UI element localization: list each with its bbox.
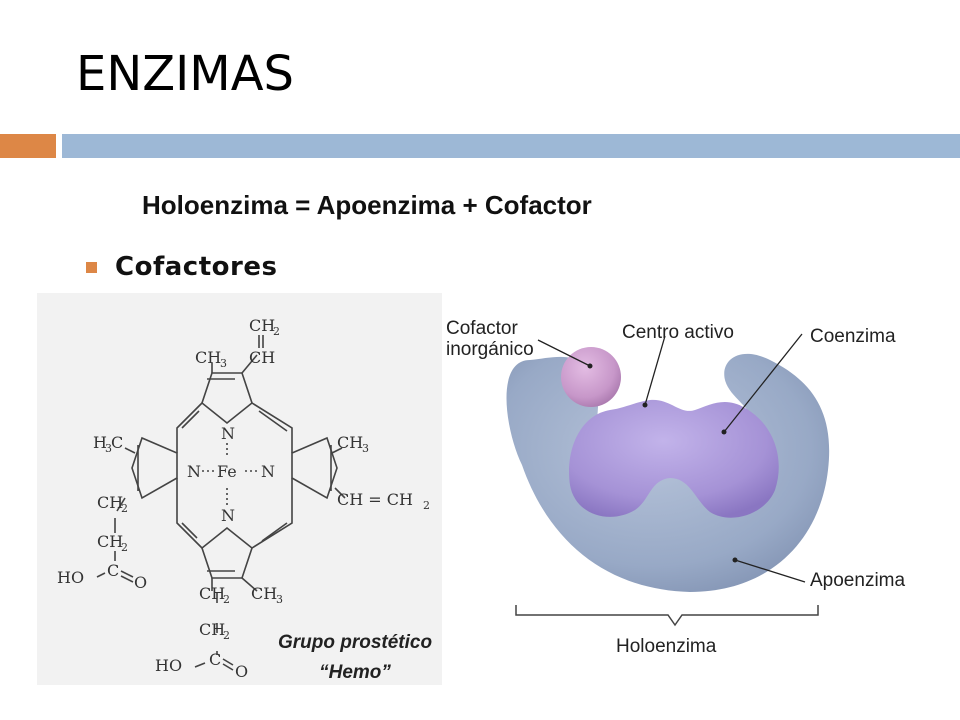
- heme-label-c-bottom: C: [209, 650, 221, 669]
- heme-label-ch3-right: CH: [337, 433, 363, 452]
- label-coenzima: Coenzima: [810, 326, 896, 347]
- header-accent-blue: [62, 134, 960, 158]
- svg-text:3: 3: [276, 593, 283, 606]
- heme-caption-line1: Grupo prostético: [277, 632, 433, 653]
- label-pointers: [537, 333, 806, 583]
- holoenzyme-illustration: Cofactor inorgánico Centro activo Coenzi…: [446, 318, 905, 657]
- svg-text:2: 2: [223, 629, 230, 642]
- label-holoenzima: Holoenzima: [616, 636, 717, 657]
- svg-text:3: 3: [362, 442, 369, 455]
- heme-caption-line2: “Hemo”: [319, 662, 391, 683]
- heme-caption: Grupo prostético “Hemo”: [230, 628, 480, 688]
- holoenzyme-brace: [515, 605, 819, 627]
- header-accent-orange: [0, 134, 56, 158]
- heme-label-fe: Fe: [217, 462, 237, 481]
- label-apoenzima: Apoenzima: [810, 570, 905, 591]
- heme-label-c-left: C: [107, 561, 119, 580]
- svg-text:2: 2: [121, 502, 128, 515]
- label-cofactor-line1: Cofactor: [446, 318, 518, 339]
- holoenzyme-equation: Holoenzima = Apoenzima + Cofactor: [142, 190, 592, 220]
- heme-label-n-left: N: [187, 462, 201, 481]
- heme-label-o-left: O: [134, 573, 147, 592]
- heme-label-ch3-top: CH: [195, 348, 221, 367]
- heme-label-h3c: H: [93, 433, 107, 452]
- heme-structure-diagram: CH 2 CH CH 3 H 3 C CH 3 N N Fe N N CH = …: [57, 316, 430, 681]
- heme-label-ch2-top: CH: [249, 316, 275, 335]
- svg-text:3: 3: [105, 442, 112, 455]
- heme-atom-labels: CH 2 CH CH 3 H 3 C CH 3 N N Fe N N CH = …: [57, 316, 430, 681]
- heme-label-n-right: N: [261, 462, 275, 481]
- heme-bonds: [96, 335, 346, 671]
- svg-text:2: 2: [423, 499, 430, 512]
- svg-text:2: 2: [121, 541, 128, 554]
- bullet-text: Cofactores: [115, 252, 278, 282]
- bullet-square-icon: [86, 261, 97, 273]
- inorganic-cofactor-shape: [561, 347, 621, 407]
- heme-label-ch2-bottom1: CH: [199, 584, 225, 603]
- svg-text:3: 3: [220, 357, 227, 370]
- bullet-cofactores: Cofactores: [86, 252, 277, 282]
- heme-label-ho-left: HO: [57, 568, 84, 587]
- heme-label-n-top: N: [221, 424, 235, 443]
- heme-label-vinyl-right: CH = CH: [337, 490, 413, 509]
- heme-label-ch2-left2: CH: [97, 532, 123, 551]
- label-centro-activo: Centro activo: [622, 322, 734, 343]
- svg-text:C: C: [111, 433, 123, 452]
- svg-text:2: 2: [223, 593, 230, 606]
- slide-title: ENZIMAS: [76, 46, 294, 102]
- heme-label-o-bottom: O: [235, 662, 248, 681]
- heme-label-n-bottom: N: [221, 506, 235, 525]
- heme-label-ho-bottom: HO: [155, 656, 182, 675]
- svg-text:2: 2: [273, 325, 280, 338]
- heme-structure-panel: CH 2 CH CH 3 H 3 C CH 3 N N Fe N N CH = …: [37, 293, 442, 685]
- heme-label-ch-top: CH: [249, 348, 275, 367]
- heme-label-ch3-bottom: CH: [251, 584, 277, 603]
- heme-label-ch2-bottom2: CH: [199, 620, 225, 639]
- heme-label-ch2-left1: CH: [97, 493, 123, 512]
- label-cofactor-line2: inorgánico: [446, 339, 534, 360]
